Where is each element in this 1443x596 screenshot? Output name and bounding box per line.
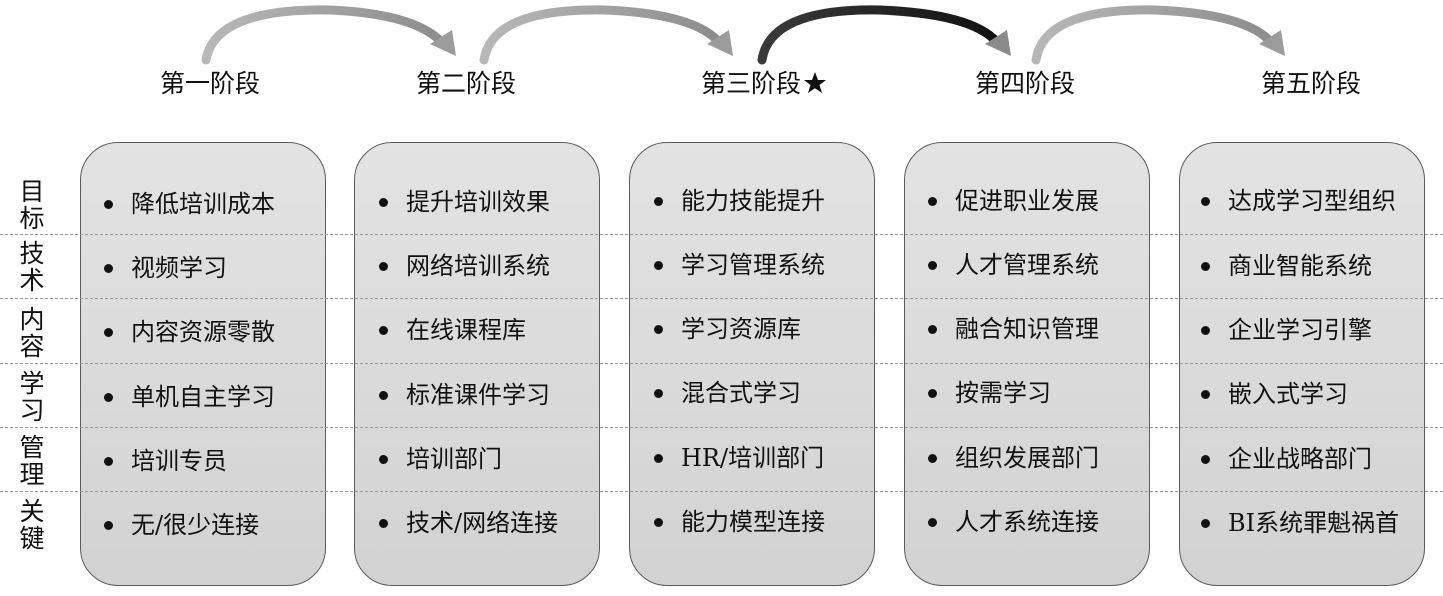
list-item: 培训专员 [104, 441, 227, 481]
curved-arrow-icon [1031, 5, 1285, 65]
list-item: 嵌入式学习 [1201, 374, 1348, 414]
bullet-icon [1201, 518, 1210, 528]
list-item: 达成学习型组织 [1201, 181, 1396, 221]
stage-panel-5 [1179, 142, 1425, 586]
bullet-icon [379, 325, 388, 335]
list-item: 学习资源库 [654, 309, 801, 349]
bullet-icon [379, 518, 388, 528]
list-item: 视频学习 [104, 248, 227, 288]
bullet-icon [104, 456, 113, 466]
bullet-icon [1201, 389, 1210, 399]
list-item: 标准课件学习 [379, 375, 550, 415]
list-item: 学习管理系统 [654, 245, 825, 285]
bullet-icon [928, 453, 937, 463]
stage-panel-2 [354, 142, 600, 586]
stage-panel-4 [904, 142, 1150, 586]
list-item: BI系统罪魁祸首 [1201, 503, 1399, 543]
bullet-icon [104, 520, 113, 530]
row-divider [0, 491, 1443, 492]
list-item: 技术/网络连接 [379, 503, 558, 543]
bullet-icon [654, 196, 663, 206]
bullet-icon [928, 324, 937, 334]
bullet-icon [654, 517, 663, 527]
stage-arrows [201, 5, 1285, 65]
list-item: 企业战略部门 [1201, 439, 1372, 479]
list-item: 组织发展部门 [928, 438, 1099, 478]
list-item: 降低培训成本 [104, 184, 275, 224]
list-item: 提升培训效果 [379, 182, 550, 222]
list-item: 培训部门 [379, 439, 502, 479]
bullet-icon [379, 454, 388, 464]
list-item: 人才系统连接 [928, 502, 1099, 542]
bullet-icon [379, 197, 388, 207]
bullet-icon [379, 390, 388, 400]
bullet-icon [104, 327, 113, 337]
list-item: 能力技能提升 [654, 181, 825, 221]
bullet-icon [928, 196, 937, 206]
stage-title-3: 第三阶段 [701, 64, 827, 104]
row-label-key: 关 键 [19, 497, 45, 553]
list-item: 按需学习 [928, 373, 1051, 413]
row-divider [0, 234, 1443, 235]
bullet-icon [1201, 454, 1210, 464]
row-divider [0, 427, 1443, 428]
list-item: 在线课程库 [379, 310, 526, 350]
row-label-goal: 目 标 [19, 177, 45, 233]
bullet-icon [1201, 261, 1210, 271]
bullet-icon [654, 324, 663, 334]
bullet-icon [654, 453, 663, 463]
list-item: 商业智能系统 [1201, 246, 1372, 286]
list-item: HR/培训部门 [654, 438, 824, 478]
row-label-management: 管 理 [19, 433, 45, 489]
list-item: 促进职业发展 [928, 181, 1099, 221]
list-item: 企业学习引擎 [1201, 310, 1372, 350]
list-item: 人才管理系统 [928, 245, 1099, 285]
row-divider [0, 298, 1443, 299]
row-label-content: 内 容 [19, 305, 45, 361]
stage-title-5: 第五阶段 [1260, 69, 1362, 98]
row-label-learning: 学 习 [19, 369, 45, 425]
stage-panel-3 [629, 142, 875, 586]
bullet-icon [1201, 196, 1210, 206]
bullet-icon [104, 263, 113, 273]
list-item: 能力模型连接 [654, 502, 825, 542]
stage-title-1: 第一阶段 [159, 69, 261, 98]
list-item: 网络培训系统 [379, 246, 550, 286]
star-icon [804, 72, 827, 93]
list-item: 内容资源零散 [104, 312, 275, 352]
curved-arrow-icon [201, 5, 456, 65]
bullet-icon [104, 392, 113, 402]
bullet-icon [928, 388, 937, 398]
bullet-icon [928, 517, 937, 527]
list-item: 融合知识管理 [928, 309, 1099, 349]
bullet-icon [1201, 325, 1210, 335]
curved-arrow-icon [479, 5, 733, 65]
stage-panel-1 [80, 142, 326, 586]
bullet-icon [104, 199, 113, 209]
bullet-icon [928, 260, 937, 270]
bullet-icon [379, 261, 388, 271]
bullet-icon [654, 388, 663, 398]
list-item: 混合式学习 [654, 373, 801, 413]
stage-title-2: 第二阶段 [415, 69, 517, 98]
bullet-icon [654, 260, 663, 270]
row-label-tech: 技 术 [19, 239, 45, 295]
row-divider [0, 363, 1443, 364]
list-item: 单机自主学习 [104, 377, 275, 417]
curved-arrow-icon [757, 5, 1011, 65]
list-item: 无/很少连接 [104, 505, 259, 545]
stage-title-4: 第四阶段 [974, 69, 1076, 98]
